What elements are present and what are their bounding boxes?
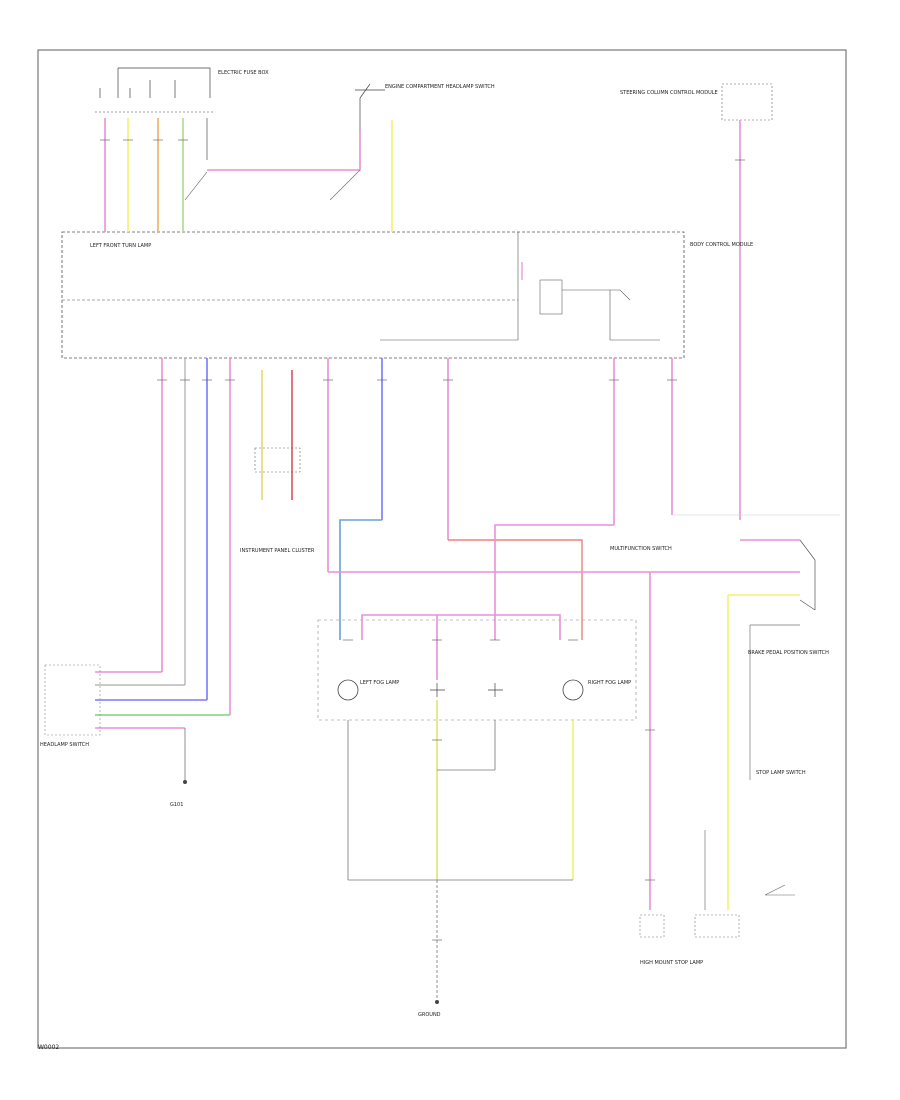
wire-gray-mid xyxy=(329,169,361,201)
main-module-box xyxy=(61,231,685,359)
wire-pink-top-mid xyxy=(207,130,361,171)
top-switch-group xyxy=(99,67,211,98)
connector-ticks xyxy=(100,139,745,941)
module-relay-coil xyxy=(562,289,660,341)
right-bottom-connector-1 xyxy=(639,914,665,938)
label-left-turn-lamp: LEFT FRONT TURN LAMP xyxy=(90,243,152,249)
turn-lamp-left xyxy=(430,683,445,697)
ground-point xyxy=(435,1000,439,1004)
wire-gray-diag xyxy=(184,171,208,201)
wire-blue-green-route xyxy=(339,519,382,640)
label-brake-switch: BRAKE PEDAL POSITION SWITCH xyxy=(748,650,829,656)
headlamp-switch-box xyxy=(44,664,101,736)
module-relay-block xyxy=(539,279,563,315)
hs-ground-point xyxy=(183,780,187,784)
label-multifunction-switch: MULTIFUNCTION SWITCH xyxy=(610,546,672,552)
fog-lamp-group-box xyxy=(317,619,637,721)
label-instrument-cluster: INSTRUMENT PANEL CLUSTER xyxy=(240,548,315,554)
label-high-mount-stop-lamp: HIGH MOUNT STOP LAMP xyxy=(640,960,704,966)
wire-pink-c3-route xyxy=(494,524,614,640)
right-bottom-connector-2 xyxy=(694,914,740,938)
label-body-control-module: BODY CONTROL MODULE xyxy=(690,242,754,248)
fog-lamp-right xyxy=(562,679,584,701)
label-fog-lamp-left: LEFT FOG LAMP xyxy=(360,680,400,686)
label-ground: GROUND xyxy=(418,1012,441,1018)
label-stop-lamp-switch: STOP LAMP SWITCH xyxy=(756,770,806,776)
turn-lamp-right xyxy=(488,683,503,697)
diagram-frame xyxy=(37,49,847,1049)
label-fuse-box: ELECTRIC FUSE BOX xyxy=(218,70,269,76)
wire-red-route xyxy=(448,539,583,640)
right-bottom-switch xyxy=(764,884,795,896)
label-steering-module: STEERING COLUMN CONTROL MODULE xyxy=(620,90,718,96)
label-engine-headlamp-switch: ENGINE COMPARTMENT HEADLAMP SWITCH xyxy=(385,84,495,90)
fog-lamp-left xyxy=(337,679,359,701)
top-mid-switch xyxy=(355,83,385,130)
brake-switch xyxy=(799,539,816,611)
wire-pink-fog-top xyxy=(361,614,561,640)
label-headlamp-switch: HEADLAMP SWITCH xyxy=(40,742,90,748)
cluster-connector xyxy=(254,447,301,473)
page-code: W0002 xyxy=(38,1044,60,1051)
label-fog-lamp-right: RIGHT FOG LAMP xyxy=(588,680,632,686)
top-right-component xyxy=(721,83,773,121)
label-g101: G101 xyxy=(170,802,184,808)
